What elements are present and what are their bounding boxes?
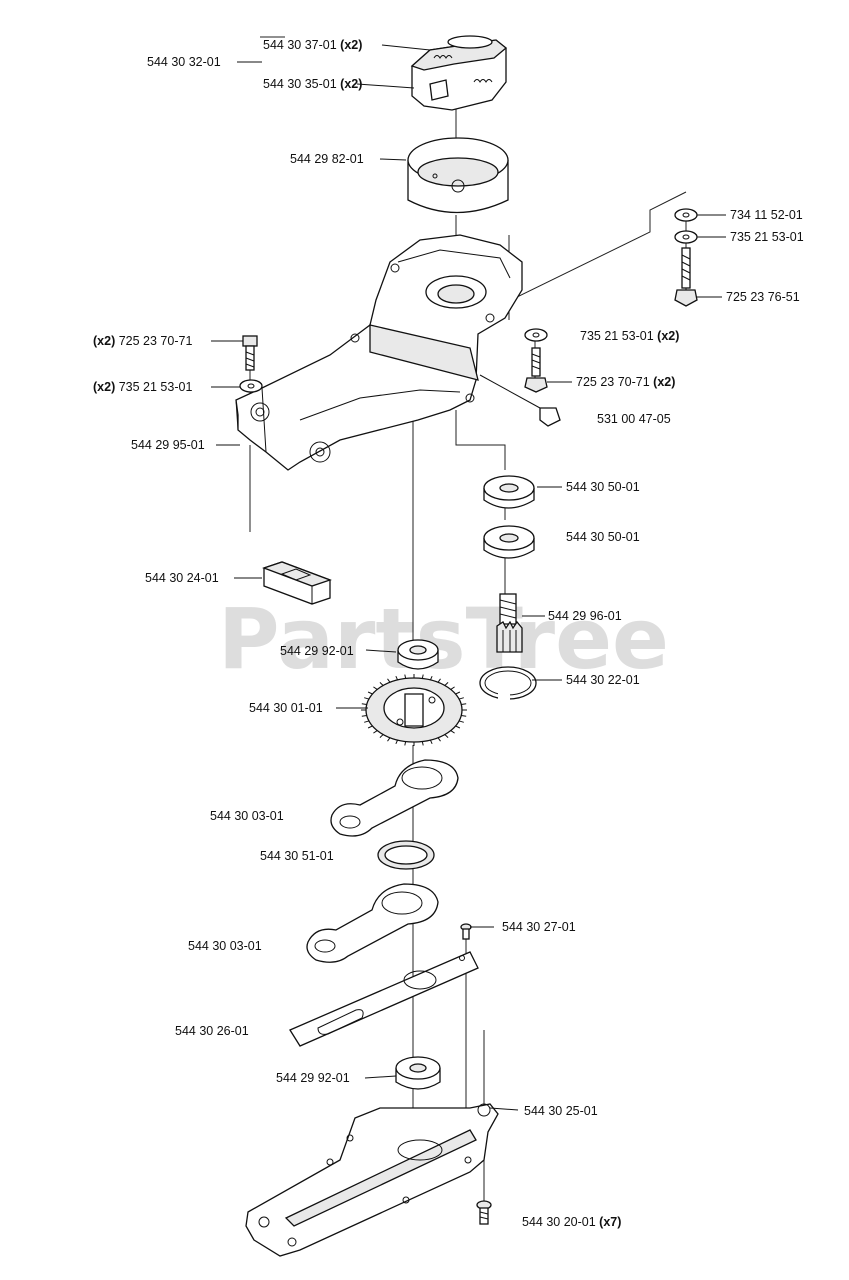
gear-tooth	[367, 691, 373, 695]
gear-tooth	[461, 715, 467, 717]
gear-tooth	[387, 737, 391, 742]
label-544-30-26-01[interactable]: 544 30 26-01	[175, 1024, 249, 1038]
gear-tooth	[373, 686, 378, 690]
label-725-23-70-71-left[interactable]: (x2) 725 23 70-71	[93, 334, 192, 348]
label-544-29-82-01[interactable]: 544 29 82-01	[290, 152, 364, 166]
label-531-00-47-05[interactable]: 531 00 47-05	[597, 412, 671, 426]
gear-tooth	[379, 682, 384, 686]
cover-screw	[476, 1200, 492, 1225]
label-735-21-53-01-top[interactable]: 735 21 53-01	[730, 230, 804, 244]
label-544-29-95-01[interactable]: 544 29 95-01	[131, 438, 205, 452]
gear-tooth	[379, 734, 384, 738]
gear-tooth	[361, 703, 367, 705]
label-544-30-50-01-b[interactable]: 544 30 50-01	[566, 530, 640, 544]
label-544-30-25-01[interactable]: 544 30 25-01	[524, 1104, 598, 1118]
gear-tooth	[458, 720, 464, 723]
gear-tooth	[455, 691, 461, 695]
part-labels: 544 30 37-01 (x2) 544 30 32-01 544 30 35…	[93, 38, 804, 1229]
label-544-30-01-01[interactable]: 544 30 01-01	[249, 701, 323, 715]
gear-tooth	[361, 715, 367, 717]
leader-lines	[211, 44, 726, 1111]
gear-tooth	[461, 703, 467, 705]
grease-nipple	[479, 374, 561, 427]
gear-tooth	[429, 739, 433, 745]
small-screw	[460, 923, 472, 940]
gear-tooth	[444, 682, 449, 686]
retaining-ring	[377, 840, 435, 870]
right-bolt-washer	[524, 328, 548, 393]
label-544-30-32-01[interactable]: 544 30 32-01	[147, 55, 221, 69]
needle-bearing-lower	[395, 1056, 441, 1090]
gear-tooth	[404, 674, 407, 679]
gear-tooth	[437, 737, 441, 742]
upper-right-fasteners	[674, 208, 698, 307]
label-544-29-92-01-b[interactable]: 544 29 92-01	[276, 1071, 350, 1085]
label-544-30-37-01[interactable]: 544 30 37-01 (x2)	[263, 38, 362, 52]
label-544-30-20-01[interactable]: 544 30 20-01 (x7)	[522, 1215, 621, 1229]
label-544-29-92-01-a[interactable]: 544 29 92-01	[280, 644, 354, 658]
gear-tooth	[404, 741, 407, 746]
left-bolt-washer	[239, 335, 263, 393]
bearing-lower	[483, 525, 535, 559]
label-544-30-27-01[interactable]: 544 30 27-01	[502, 920, 576, 934]
label-544-30-50-01-a[interactable]: 544 30 50-01	[566, 480, 640, 494]
circlip	[479, 666, 537, 700]
needle-bearing-upper	[397, 639, 439, 670]
label-725-23-70-71-right[interactable]: 725 23 70-71 (x2)	[576, 375, 675, 389]
label-544-29-96-01[interactable]: 544 29 96-01	[548, 609, 622, 623]
gear-tooth	[364, 720, 370, 723]
label-544-30-24-01[interactable]: 544 30 24-01	[145, 571, 219, 585]
clutch-drum	[407, 137, 509, 214]
label-544-30-03-01-a[interactable]: 544 30 03-01	[210, 809, 284, 823]
gear-tooth	[395, 675, 399, 681]
label-735-21-53-01-left[interactable]: (x2) 735 21 53-01	[93, 380, 192, 394]
gear-tooth	[437, 678, 441, 683]
watermark-text: PartsTree	[218, 590, 669, 688]
label-544-30-35-01[interactable]: 544 30 35-01 (x2)	[263, 77, 362, 91]
gear-tooth	[444, 734, 449, 738]
gear-tooth	[395, 739, 399, 745]
label-544-30-51-01[interactable]: 544 30 51-01	[260, 849, 334, 863]
gear-tooth	[367, 725, 373, 729]
connecting-rod-upper	[330, 759, 459, 837]
label-735-21-53-01-right[interactable]: 735 21 53-01 (x2)	[580, 329, 679, 343]
gear-tooth	[458, 697, 464, 700]
gear-tooth	[455, 725, 461, 729]
label-544-30-03-01-b[interactable]: 544 30 03-01	[188, 939, 262, 953]
gear-housing	[235, 234, 523, 471]
blade-plate	[289, 951, 479, 1047]
bearing-upper	[483, 475, 535, 509]
gear-tooth	[421, 741, 424, 746]
clutch-shoe-assembly	[410, 35, 508, 111]
main-gear	[361, 674, 467, 746]
label-734-11-52-01[interactable]: 734 11 52-01	[730, 208, 803, 222]
gear-tooth	[450, 686, 455, 690]
gear-tooth	[364, 697, 370, 700]
pinion-gear	[496, 593, 523, 653]
gear-tooth	[373, 730, 378, 734]
spacer-block	[262, 561, 332, 605]
gear-tooth	[387, 678, 391, 683]
connecting-rod-lower	[306, 883, 439, 963]
gear-tooth	[450, 730, 455, 734]
label-544-30-22-01[interactable]: 544 30 22-01	[566, 673, 640, 687]
gear-tooth	[429, 675, 433, 681]
bottom-cover	[245, 1103, 499, 1257]
gear-tooth	[421, 674, 424, 679]
label-725-23-76-51[interactable]: 725 23 76-51	[726, 290, 800, 304]
